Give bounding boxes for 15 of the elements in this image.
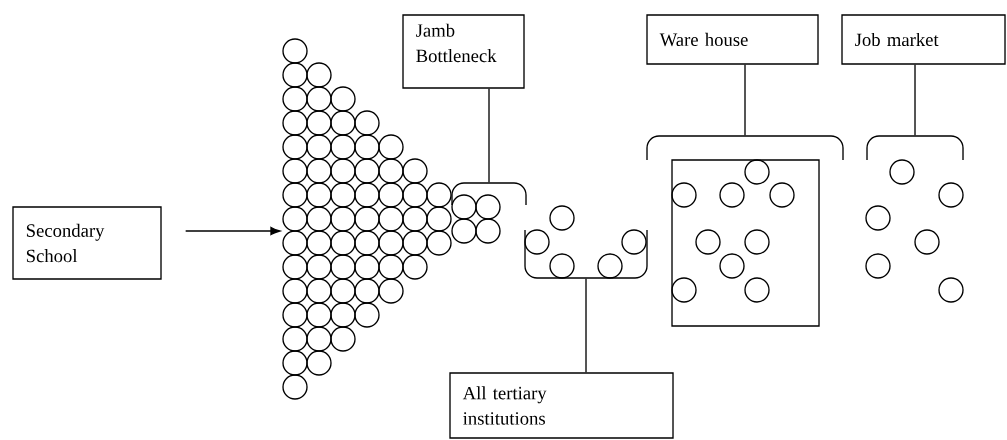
bracket (451, 182, 527, 206)
bracket (646, 135, 844, 161)
label-box: All tertiary institutions (449, 372, 674, 439)
leader-line (585, 278, 587, 373)
leader-line (914, 64, 916, 136)
arrow (185, 226, 281, 236)
label-box: Ware house (646, 14, 819, 65)
basin (524, 229, 648, 279)
label-box: Jamb Bottleneck (402, 14, 525, 89)
leader-line (744, 64, 746, 136)
square-box (671, 159, 820, 327)
label-box: Secondary School (12, 206, 162, 280)
bracket (866, 135, 964, 161)
leader-line (488, 88, 490, 183)
label-box: Job market (841, 14, 1006, 65)
